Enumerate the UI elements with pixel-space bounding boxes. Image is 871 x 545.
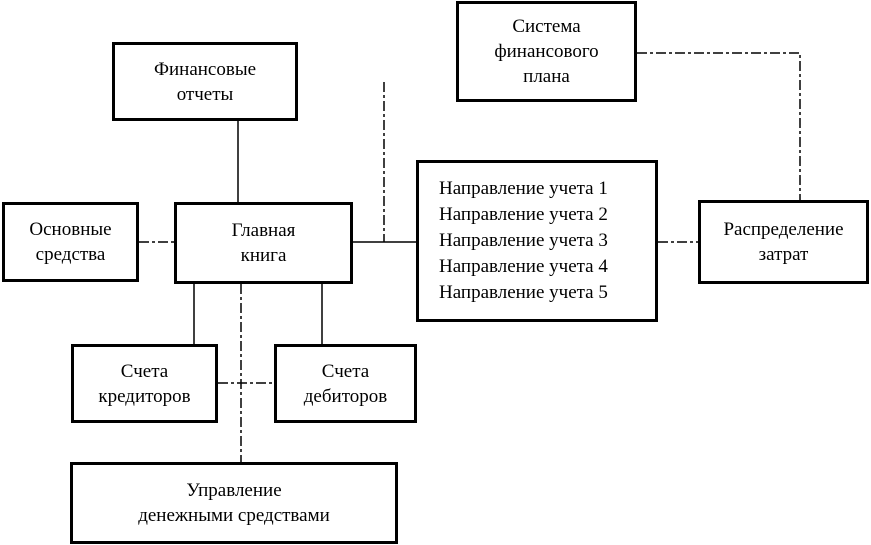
accounts-receivable-line-1: Счета <box>321 360 370 382</box>
accounts-payable-box: Счета кредиторов <box>71 344 218 423</box>
accounting-direction-1: Направление учета 1 <box>439 178 608 199</box>
cost-allocation-box: Распределение затрат <box>698 200 869 284</box>
financial-plan-line-3: плана <box>523 66 570 87</box>
financial-reports-line-1: Финансовые <box>153 58 257 80</box>
fixed-assets-line-1: Основные <box>29 219 112 240</box>
accounts-receivable-line-2: дебиторов <box>303 385 388 407</box>
general-ledger-line-1: Главная <box>231 220 296 241</box>
financial-reports-box: Финансовые отчеты <box>112 42 298 121</box>
accounting-direction-3: Направление учета 3 <box>439 230 608 251</box>
cost-allocation-line-2: затрат <box>758 244 809 265</box>
cash-management-box: Управление денежными средствами <box>70 462 398 544</box>
general-ledger-line-2: книга <box>240 245 287 266</box>
financial-plan-system-box: Система финансового плана <box>456 1 637 102</box>
accounts-receivable-box: Счета дебиторов <box>274 344 417 423</box>
financial-plan-line-2: финансового <box>494 41 599 62</box>
cash-management-line-2: денежными средствами <box>138 505 330 526</box>
fixed-assets-box: Основные средства <box>2 202 139 282</box>
accounts-payable-line-2: кредиторов <box>98 385 191 407</box>
financial-reports-line-2: отчеты <box>176 83 234 105</box>
cash-management-line-1: Управление <box>186 480 282 501</box>
accounting-directions-box: Направление учета 1 Направление учета 2 … <box>416 160 658 322</box>
accounts-payable-line-1: Счета <box>120 360 169 382</box>
financial-plan-line-1: Система <box>512 16 581 37</box>
general-ledger-box: Главная книга <box>174 202 353 284</box>
accounting-direction-4: Направление учета 4 <box>439 256 608 277</box>
accounting-direction-2: Направление учета 2 <box>439 204 608 225</box>
accounting-direction-5: Направление учета 5 <box>439 282 608 303</box>
cost-allocation-line-1: Распределение <box>723 219 844 240</box>
connector-plan-costs <box>637 52 801 200</box>
fixed-assets-line-2: средства <box>35 244 106 265</box>
